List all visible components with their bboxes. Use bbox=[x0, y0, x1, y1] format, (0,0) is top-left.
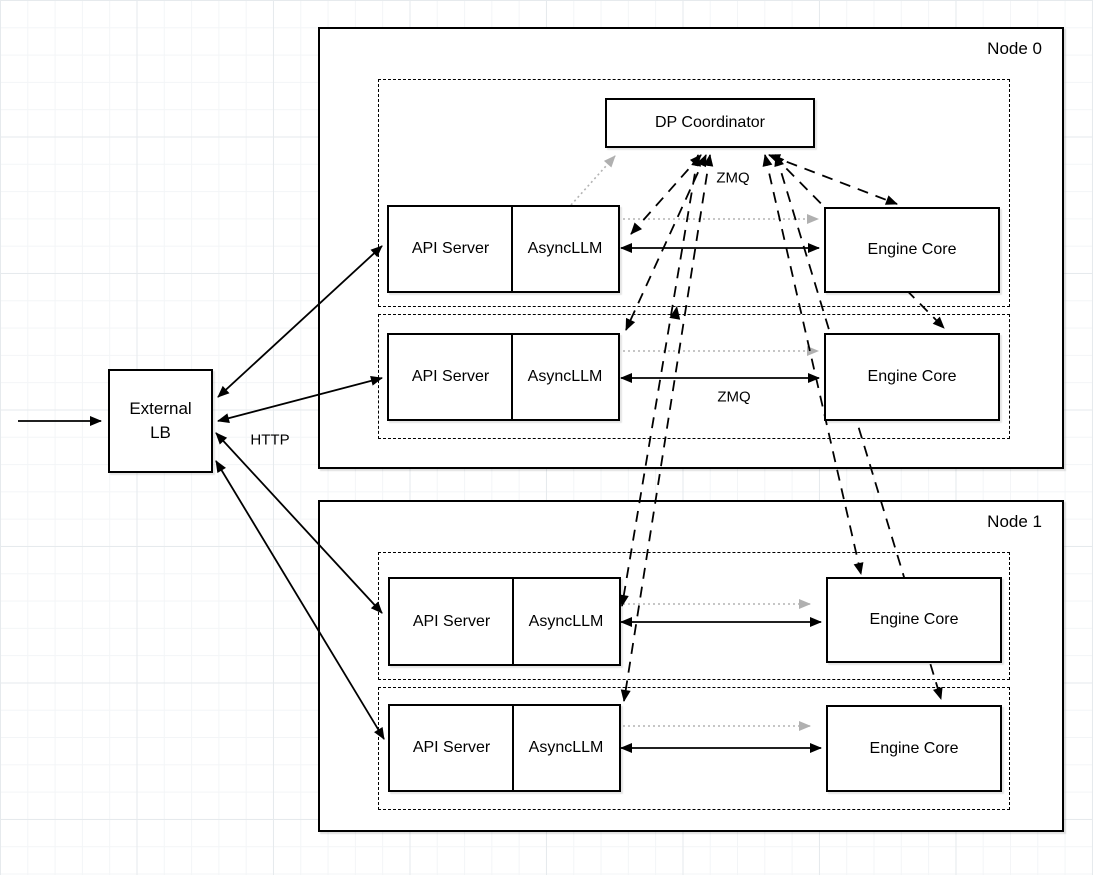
api-server-label: API Server bbox=[412, 739, 491, 756]
edge-coord-asyncllm-3 bbox=[620, 154, 714, 702]
engine-core-box-1: Engine Core bbox=[824, 333, 1000, 421]
api-server-label: API Server bbox=[411, 240, 490, 257]
api-server-cell: API Server bbox=[391, 579, 514, 664]
asyncllm-cell: AsyncLLM bbox=[514, 706, 618, 790]
engine-core-label: Engine Core bbox=[867, 241, 957, 258]
api-server-cell: API Server bbox=[390, 335, 513, 419]
zmq-label-top: ZMQ bbox=[716, 169, 750, 187]
external-lb-box: External LB bbox=[108, 369, 213, 473]
asyncllm-label: AsyncLLM bbox=[528, 612, 604, 630]
engine-core-box-2: Engine Core bbox=[826, 577, 1002, 663]
engine-core-box-3: Engine Core bbox=[826, 705, 1002, 792]
dp-coordinator-label: DP Coordinator bbox=[655, 114, 765, 131]
edge-lb-api-3 bbox=[215, 460, 385, 740]
asyncllm-cell: AsyncLLM bbox=[513, 207, 617, 291]
dp-coordinator-box: DP Coordinator bbox=[605, 98, 815, 148]
mid-line-arrowhead bbox=[669, 306, 681, 320]
api-server-box-2: API Server AsyncLLM bbox=[388, 577, 621, 666]
api-server-box-3: API Server AsyncLLM bbox=[388, 704, 621, 792]
api-server-label: API Server bbox=[412, 612, 491, 630]
engine-core-label: Engine Core bbox=[869, 611, 959, 628]
zmq-label-row2: ZMQ bbox=[717, 388, 751, 406]
node-0-label: Node 0 bbox=[987, 39, 1042, 58]
asyncllm-label: AsyncLLM bbox=[527, 368, 603, 385]
edge-dotted-asyncllm0-coordinator bbox=[570, 155, 616, 206]
api-server-cell: API Server bbox=[391, 706, 514, 790]
api-server-cell: API Server bbox=[390, 207, 513, 291]
api-server-box-0: API Server AsyncLLM bbox=[387, 205, 620, 293]
http-label: HTTP bbox=[250, 431, 290, 449]
node-1-label: Node 1 bbox=[987, 512, 1042, 531]
edge-lb-api-2 bbox=[215, 432, 383, 614]
edge-lb-api-1 bbox=[217, 375, 383, 424]
asyncllm-cell: AsyncLLM bbox=[514, 579, 618, 664]
engine-core-label: Engine Core bbox=[867, 368, 957, 385]
external-lb-label-line1: External bbox=[129, 399, 192, 418]
external-lb-label-line2: LB bbox=[150, 423, 171, 442]
asyncllm-cell: AsyncLLM bbox=[513, 335, 617, 419]
edge-coord-asyncllm-2 bbox=[618, 154, 702, 607]
api-server-label: API Server bbox=[411, 368, 490, 385]
asyncllm-label: AsyncLLM bbox=[528, 739, 604, 756]
engine-core-label: Engine Core bbox=[869, 739, 959, 757]
engine-core-box-0: Engine Core bbox=[824, 207, 1000, 293]
edge-lb-api-0 bbox=[217, 245, 383, 398]
asyncllm-label: AsyncLLM bbox=[527, 240, 603, 257]
api-server-box-1: API Server AsyncLLM bbox=[387, 333, 620, 421]
